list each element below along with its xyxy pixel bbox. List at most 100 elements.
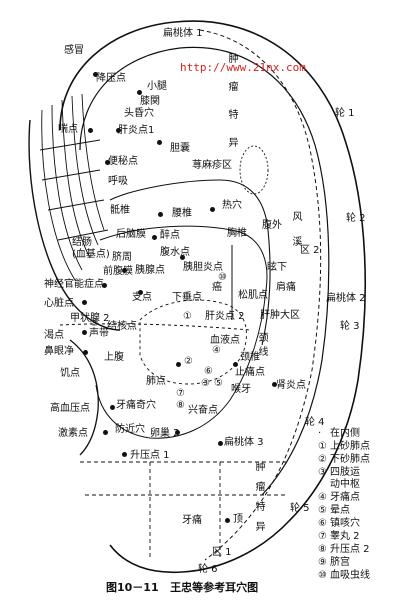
marker-10: ⑩ (218, 272, 227, 283)
legend-marker: ⑤ (318, 505, 327, 516)
point-dot (210, 207, 215, 212)
marker-1: ① (183, 311, 192, 322)
label-xiao-tui: 小腿 (147, 81, 167, 92)
label-lun-1: 轮 1 (335, 108, 355, 119)
marker-8: ⑧ (176, 400, 185, 411)
point-dot (137, 90, 142, 95)
legend-marker: ⑥ (318, 518, 327, 529)
legend-marker: · (318, 428, 322, 439)
legend-item: ·在内侧 (318, 428, 360, 440)
label-jia-zhuang-xian-2: 甲状腺 2 (70, 313, 110, 324)
marker-4: ④ (212, 345, 221, 356)
label-lun-6: 轮 6 (198, 564, 218, 575)
legend-text: 上砂肺点 (330, 441, 370, 452)
label-jie-he-dian: 结核点 (107, 321, 137, 332)
point-dot (157, 140, 162, 145)
label-xin-zang-dian: 心脏点 (44, 298, 74, 309)
point-dot (103, 430, 108, 435)
point-dot (233, 362, 238, 367)
marker-7: ⑦ (176, 388, 185, 399)
point-dot (152, 235, 157, 240)
label-shen-jing-guan-neng: 神经官能症点 (44, 279, 104, 290)
point-dot (180, 255, 185, 260)
label-zhe-xia: 眩下 (267, 262, 287, 273)
point-dot (88, 128, 93, 133)
label-bottom-vertical-band: 肿 瘤 特 异 (255, 462, 266, 533)
earlobe-grid (80, 461, 290, 560)
label-tou-yun-xue: 头昏穴 (124, 108, 154, 119)
label-bian-tao-ti-2: 扁桃体 2 (326, 293, 366, 304)
label-jiang-ya-dian: 降压点 (96, 73, 126, 84)
label-song-ji-dian: 松肌点 (238, 290, 268, 301)
helix-crus-line (59, 323, 251, 331)
helix-dashed-line (199, 29, 322, 561)
label-lun-2: 轮 2 (346, 213, 366, 224)
marker-5: ⑤ (214, 378, 223, 389)
label-sheng-dai: 声带 (89, 328, 109, 339)
label-sheng-ya-dian-1: 升压点 1 (130, 450, 170, 461)
concha-contour (95, 225, 268, 439)
label-xia-chui-dian: 下垂点 (172, 292, 202, 303)
label-fu-wai: 腹外 (262, 220, 282, 231)
point-dot (116, 128, 121, 133)
marker-3: ③ (201, 378, 210, 389)
legend-marker: ⑧ (318, 544, 327, 555)
label-jing-zhui: 颈椎 (240, 352, 260, 363)
point-dot (105, 160, 110, 165)
label-xun-ma-zhen-qu: 荨麻疹区 (192, 160, 232, 171)
label-qu-2: 区 2 (300, 245, 320, 256)
marker-6: ⑥ (204, 366, 213, 377)
point-dot (122, 452, 127, 457)
label-ji-su-dian: 激素点 (58, 428, 88, 439)
antihelix-contour (109, 179, 271, 346)
label-zhi-tong-dian: 止痛点 (235, 367, 265, 378)
label-top-vertical-band: 肿 瘤 特 异 (228, 54, 239, 149)
label-gan-yan-dian-2: 肝炎点 2 (205, 311, 245, 322)
label-jie-chang: 结肠 (血基点) (72, 237, 110, 260)
label-lun-4: 轮 4 (305, 417, 325, 428)
label-ya-tong: 牙痛 (182, 515, 202, 526)
label-ding: 顶 (233, 514, 243, 525)
point-dot (83, 350, 88, 355)
point-dot (272, 382, 277, 387)
label-qu-1: 区 1 (212, 547, 232, 558)
label-neck-line: 颈 线 (258, 333, 269, 358)
watermark-url: http://www.21nx.com (180, 61, 306, 74)
label-ai: 癌 (212, 282, 222, 293)
point-dot (158, 212, 163, 217)
legend-marker: ⑩ (318, 570, 327, 581)
label-dan-nang: 胆囊 (170, 143, 190, 154)
marker-2: ② (184, 356, 193, 367)
label-hou-nao-mo: 后脑膜 (116, 229, 146, 240)
label-ke-dian: 渴点 (44, 330, 64, 341)
figure-caption: 图10－11 王忠等参考耳穴图 (106, 581, 259, 594)
label-bian-tao-ti-1: 扁桃体 1 (163, 28, 203, 39)
helix-outer-contour (59, 20, 367, 574)
legend-marker: ④ (318, 492, 327, 503)
label-fei-dian: 肺点 (146, 376, 166, 387)
label-gao-xue-ya-dian: 高血压点 (50, 403, 90, 414)
legend-marker: ③ (318, 467, 327, 478)
label-yao-zhui: 腰椎 (172, 208, 192, 219)
point-dot (93, 72, 98, 77)
label-zhi-dian: 支点 (132, 292, 152, 303)
label-qian-nao-mo: 前腹膜 (103, 266, 133, 277)
helix-inner-contour (79, 46, 330, 496)
label-yi-xian-dian: 胰腺点 (135, 265, 165, 276)
label-gan-yan-dian-1: 肝炎点1 (118, 125, 155, 136)
legend-marker: ② (318, 454, 327, 465)
point-dot (176, 362, 181, 367)
legend-text: 晕点 (330, 505, 350, 516)
label-gan-mao: 感冒 (64, 45, 84, 56)
point-dot (102, 283, 107, 288)
label-ji-dian: 饥点 (60, 368, 80, 379)
label-fu-shui-dian: 腹水点 (160, 247, 190, 258)
legend-marker: ⑦ (318, 531, 327, 542)
